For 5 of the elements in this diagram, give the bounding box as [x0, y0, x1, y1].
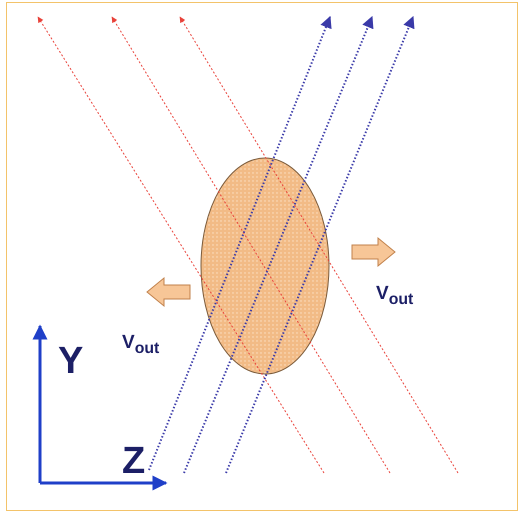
velocity-label: V$_{out}$ — [376, 284, 414, 308]
ellipse-body — [200, 158, 330, 374]
axis-label: Y — [58, 342, 84, 380]
velocity-label: V$_{out}$ — [122, 333, 160, 357]
axis-label: Z — [122, 442, 146, 480]
